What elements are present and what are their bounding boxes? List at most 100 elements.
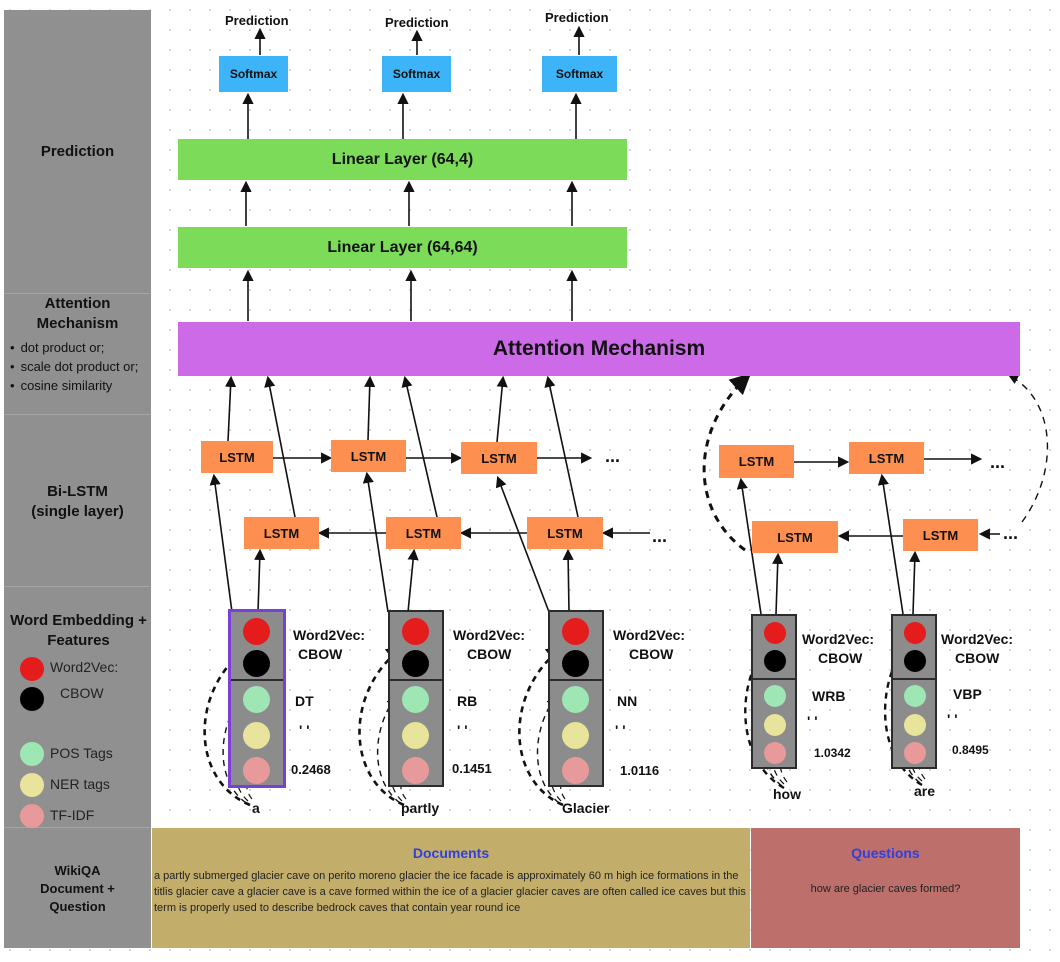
continuation-ellipsis: ... [652, 526, 668, 546]
tfidf-dot [243, 757, 270, 784]
attention-method-item: dot product or; [10, 338, 138, 357]
feature-separator [753, 678, 795, 680]
input-token: how [773, 786, 801, 802]
pos-tag: NN [617, 693, 638, 709]
sidebar-section-embedding: Word Embedding + Features Word2Vec: CBOW… [4, 587, 151, 828]
token-to-ner-arrow [768, 728, 785, 785]
pos-dot-icon [20, 742, 44, 766]
cbow-black-dot [904, 650, 926, 672]
pos-dot [904, 685, 926, 707]
word2vec-red-dot [904, 622, 926, 644]
arrow [224, 375, 237, 442]
word2vec-label: Word2Vec: [802, 631, 875, 647]
input-token: Glacier [562, 800, 610, 816]
ner-tag: ' ' [457, 722, 468, 738]
arrow [877, 473, 904, 615]
cbow-black-dot [243, 650, 270, 677]
continuation-ellipsis: ... [1003, 523, 1019, 543]
prediction-output-label: Prediction [545, 10, 609, 25]
sidebar-dataset-title: WikiQA Document + Question [40, 863, 115, 914]
tfidf-value: 0.8495 [952, 743, 989, 757]
pos-dot [562, 686, 589, 713]
word2vec-dot-icon [20, 657, 44, 681]
word2vec-red-dot [562, 618, 589, 645]
attention-method-item: scale dot product or; [10, 357, 139, 376]
tfidf-dot [402, 757, 429, 784]
token-to-word2vec-arrow [518, 645, 565, 807]
word2vec-red-dot [402, 618, 429, 645]
lstm-backward-cell: LSTM [752, 521, 838, 553]
sidebar-section-attention: Attention Mechanism dot product or; scal… [4, 294, 151, 415]
arrow [496, 375, 508, 443]
ner-dot-icon [20, 773, 44, 797]
feature-separator [231, 679, 283, 681]
attention-method-item: cosine similarity [10, 376, 138, 395]
ner-tag: ' ' [615, 722, 626, 738]
sidebar-section-dataset: WikiQA Document + Question [4, 828, 151, 948]
embedding-block [548, 610, 604, 787]
lstm-backward-cell: LSTM [527, 517, 603, 549]
word2vec-label: Word2Vec: [941, 631, 1014, 647]
feature-separator [893, 678, 935, 680]
token-to-tfidf-arrow [397, 764, 407, 800]
embedding-block [228, 609, 286, 788]
cbow-label: CBOW [467, 646, 512, 662]
token-to-ner-arrow [906, 726, 923, 782]
word2vec-red-dot [243, 618, 270, 645]
embedding-block [751, 614, 797, 769]
tfidf-dot [562, 757, 589, 784]
feature-separator [550, 679, 602, 681]
linear-layer-64-64: Linear Layer (64,64) [178, 227, 627, 268]
softmax-box: Softmax [542, 56, 617, 92]
lstm-forward-cell: LSTM [849, 442, 924, 474]
ner-dot [764, 714, 786, 736]
sidebar-section-bilstm: Bi-LSTM (single layer) [4, 415, 151, 587]
arrow [909, 550, 921, 615]
arrow [544, 375, 579, 518]
ner-tag: ' ' [947, 711, 958, 727]
sidebar-bilstm-line2: (single layer) [31, 503, 124, 520]
questions-panel: Questions how are glacier caves formed? [751, 828, 1020, 948]
tfidf-value: 0.1451 [452, 761, 492, 776]
question-lstm-to-attention-arrow [702, 373, 752, 552]
sidebar-embedding-title: Word Embedding + Features [10, 612, 147, 649]
questions-text: how are glacier caves formed? [810, 883, 961, 895]
lstm-forward-cell: LSTM [719, 445, 794, 478]
tfidf-dot-icon [20, 804, 44, 828]
lstm-backward-cell: LSTM [386, 517, 461, 549]
pos-tag: RB [457, 693, 478, 709]
token-to-word2vec-arrow [203, 645, 251, 807]
sidebar-bilstm-line1: Bi-LSTM [47, 483, 108, 500]
cbow-black-dot [402, 650, 429, 677]
arrow [562, 548, 574, 613]
lstm-backward-cell: LSTM [244, 517, 319, 549]
tfidf-value: 1.0342 [814, 746, 851, 760]
ner-dot [243, 722, 270, 749]
arrow [364, 375, 376, 441]
arrow [254, 548, 266, 613]
prediction-output-label: Prediction [385, 15, 449, 30]
softmax-box: Softmax [382, 56, 451, 92]
legend-label-tfidf: TF-IDF [50, 807, 95, 823]
arrow [736, 477, 762, 615]
pos-tag: DT [295, 693, 314, 709]
linear-layer-64-4: Linear Layer (64,4) [178, 139, 627, 180]
layer-sidebar: Prediction Attention Mechanism dot produ… [4, 10, 151, 948]
questions-title: Questions [851, 845, 920, 861]
cbow-label: CBOW [298, 646, 343, 662]
word2vec-label: Word2Vec: [293, 627, 366, 643]
softmax-box: Softmax [219, 56, 288, 92]
ner-tag: ' ' [299, 722, 310, 738]
tfidf-value: 0.2468 [291, 762, 331, 777]
arrow [209, 473, 233, 613]
arrow [264, 375, 296, 518]
feature-separator [390, 679, 442, 681]
input-token: are [914, 783, 936, 799]
arrow [407, 548, 419, 613]
input-token: partly [401, 800, 440, 816]
pos-dot [402, 686, 429, 713]
ner-tag: ' ' [807, 713, 818, 729]
pos-tag: WRB [812, 688, 846, 704]
tfidf-value: 1.0116 [620, 763, 660, 778]
cbow-black-dot [764, 650, 786, 672]
